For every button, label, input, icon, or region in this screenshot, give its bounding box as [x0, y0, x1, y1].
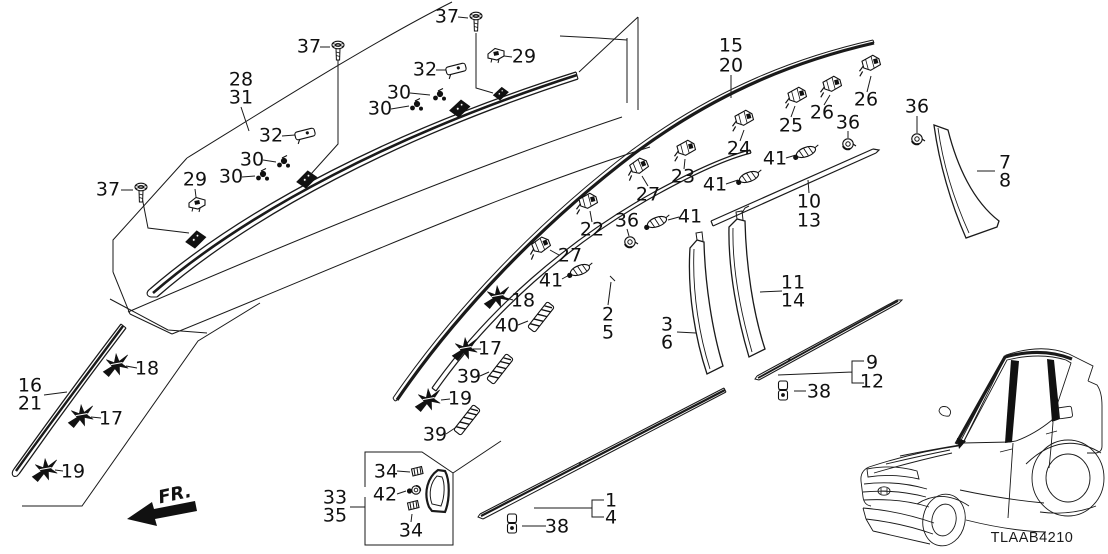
vehicle-illustration [860, 348, 1105, 547]
pillar-garnish-11-14 [728, 210, 766, 358]
fasteners [28, 11, 926, 534]
roof-molding-15-20 [392, 39, 875, 402]
quarter-pillar-garnish-7-8 [933, 124, 1000, 239]
leader-lines [43, 16, 995, 527]
corner-garnish-33-35 [425, 468, 450, 514]
assembly-outlines [22, 1, 651, 546]
roof-rail-garnish-28-31 [146, 71, 579, 298]
belt-molding-9-12 [754, 299, 904, 381]
diagram-code: TLAAB4210 [991, 530, 1074, 546]
drip-molding-10-13 [710, 148, 881, 227]
front-pillar-molding-16-21 [11, 323, 127, 477]
fr-direction-arrow: FR. [127, 481, 197, 526]
pillar-garnish-3-6 [688, 231, 724, 375]
belt-molding-1-4 [477, 387, 727, 520]
windshield-side-molding-2-5 [431, 149, 752, 392]
